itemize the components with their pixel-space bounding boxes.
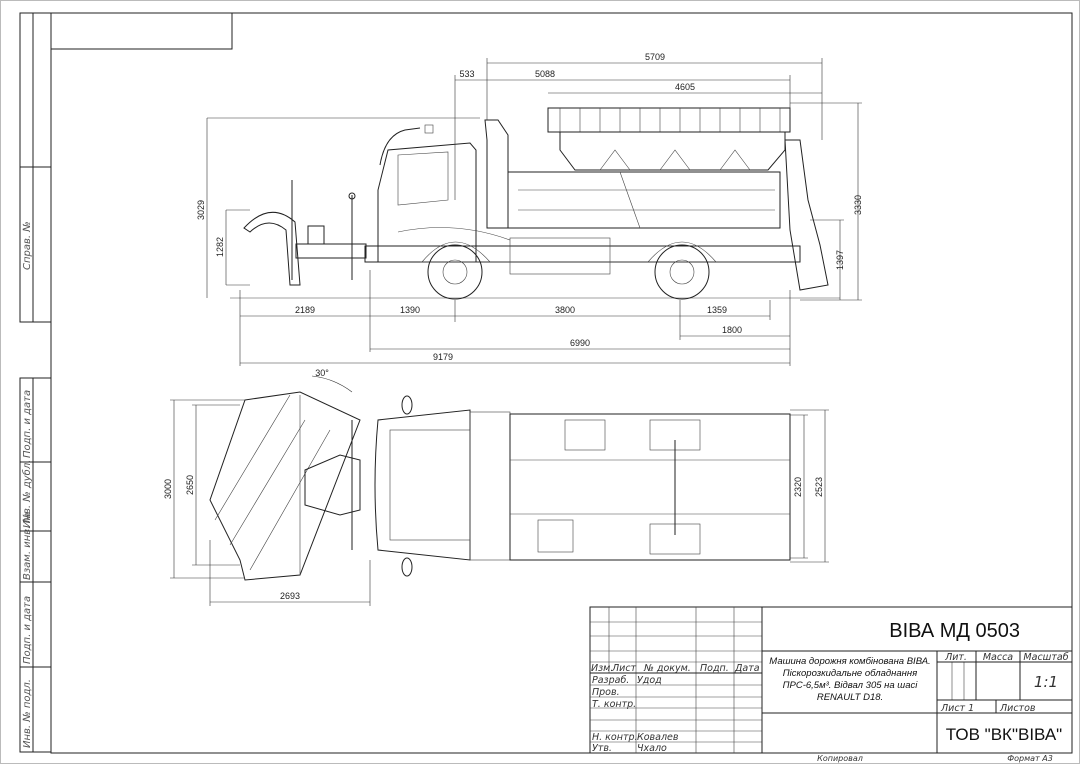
dim-2189: 2189 xyxy=(295,305,315,315)
sheet-number: Лист 1 xyxy=(940,703,974,714)
exhaust-stack xyxy=(484,119,509,229)
fuel-tank xyxy=(537,519,574,553)
drawing-designation: ВІВА МД 0503 xyxy=(889,620,1020,642)
strip-vzam-inv: Взам. инв. № xyxy=(22,512,33,580)
format-label: Формат А3 xyxy=(1007,754,1053,763)
hopper-rail xyxy=(547,107,791,133)
dim-5088: 5088 xyxy=(535,69,555,79)
description-line-4: RENAULT D18. xyxy=(817,692,883,703)
strip-inv-podl: Инв. № подл. xyxy=(22,679,33,748)
top-view-truck xyxy=(209,375,791,581)
header-date: Дата xyxy=(734,663,760,674)
dim-1282: 1282 xyxy=(215,237,225,257)
angle-arc xyxy=(311,375,353,393)
mirror-left xyxy=(401,395,413,415)
cab xyxy=(377,142,477,262)
cab-top xyxy=(374,409,471,561)
dim-1359: 1359 xyxy=(707,305,727,315)
dim-2523: 2523 xyxy=(814,477,824,497)
strip-podp-data-1: Подп. и дата xyxy=(22,390,33,458)
header-sign: Подп. xyxy=(700,663,729,674)
dim-1390: 1390 xyxy=(400,305,420,315)
role-developer: Разраб. xyxy=(592,675,629,686)
front-wheel xyxy=(427,244,483,300)
dim-6990: 6990 xyxy=(570,338,590,348)
mirror-arm xyxy=(379,127,421,166)
plow-mount xyxy=(295,243,367,259)
top-left-box xyxy=(50,12,233,50)
rear-spreader xyxy=(784,139,829,291)
dim-2320: 2320 xyxy=(793,477,803,497)
sheets-total-label: Листов xyxy=(999,703,1036,714)
strip-podp-data-2: Подп. и дата xyxy=(22,596,33,664)
dim-3800: 3800 xyxy=(555,305,575,315)
scale-label: Масштаб xyxy=(1023,652,1068,663)
dim-3330: 3330 xyxy=(853,195,863,215)
dim-4605: 4605 xyxy=(675,82,695,92)
description-line-1: Машина дорожня комбінована ВІВА. xyxy=(769,656,930,667)
role-norm-control: Н. контр. xyxy=(592,732,638,743)
dim-3000: 3000 xyxy=(163,479,173,499)
plow-top xyxy=(209,391,361,581)
company-name: ТОВ "ВК"ВІВА" xyxy=(946,725,1062,744)
lit-label: Лит. xyxy=(944,652,967,663)
description-line-2: Піскорозкидальне обладнання xyxy=(783,668,917,679)
chassis-components xyxy=(509,237,611,275)
title-block: ВІВА МД 0503 Машина дорожня комбінована … xyxy=(589,606,1073,763)
body-top xyxy=(509,413,791,561)
side-view-truck xyxy=(230,107,840,300)
dim-533: 533 xyxy=(459,69,474,79)
dim-5709: 5709 xyxy=(645,52,665,62)
dim-2693: 2693 xyxy=(280,591,300,601)
role-approved: Утв. xyxy=(592,743,612,754)
dim-1397: 1397 xyxy=(835,250,845,270)
strip-sprav: Справ. № xyxy=(22,221,33,270)
mirror-right xyxy=(401,557,413,577)
role-tech-control: Т. контр. xyxy=(592,699,636,710)
name-approved: Чхало xyxy=(637,743,667,754)
mass-label: Масса xyxy=(983,652,1013,663)
description-line-3: ПРС-6,5м³. Відвал 305 на шасі xyxy=(783,680,919,691)
scale-value: 1:1 xyxy=(1034,673,1058,691)
name-norm-control: Ковалев xyxy=(637,732,679,743)
hopper xyxy=(559,131,786,171)
snow-plow-blade xyxy=(243,211,301,286)
header-doc-no: № докум. xyxy=(643,663,691,674)
cab-window xyxy=(397,151,449,206)
dim-30-deg: 30° xyxy=(315,368,329,378)
copied-label: Копировал xyxy=(817,754,863,763)
name-developer: Удод xyxy=(637,675,662,686)
rear-wheel xyxy=(654,244,710,300)
chassis-frame xyxy=(364,245,801,263)
left-strip: Справ. № Подп. и дата Инв. № дубл. Взам.… xyxy=(19,12,52,753)
header-list: Лист xyxy=(611,663,637,674)
plow-mount-top xyxy=(304,454,361,516)
header-izm: Изм. xyxy=(591,663,613,674)
side-view-dimensions: 5709 533 5088 4605 3029 1282 3330 1397 2… xyxy=(196,52,863,366)
top-view-dimensions: 30° 3000 2650 2693 2320 2523 xyxy=(163,368,829,606)
drawing-frame xyxy=(50,12,1073,754)
role-checker: Пров. xyxy=(592,687,620,698)
dump-body xyxy=(507,171,781,229)
dim-3029: 3029 xyxy=(196,200,206,220)
dim-2650: 2650 xyxy=(185,475,195,495)
dim-1800: 1800 xyxy=(722,325,742,335)
dim-9179: 9179 xyxy=(433,352,453,362)
strip-inv-dubl: Инв. № дубл. xyxy=(21,460,33,528)
